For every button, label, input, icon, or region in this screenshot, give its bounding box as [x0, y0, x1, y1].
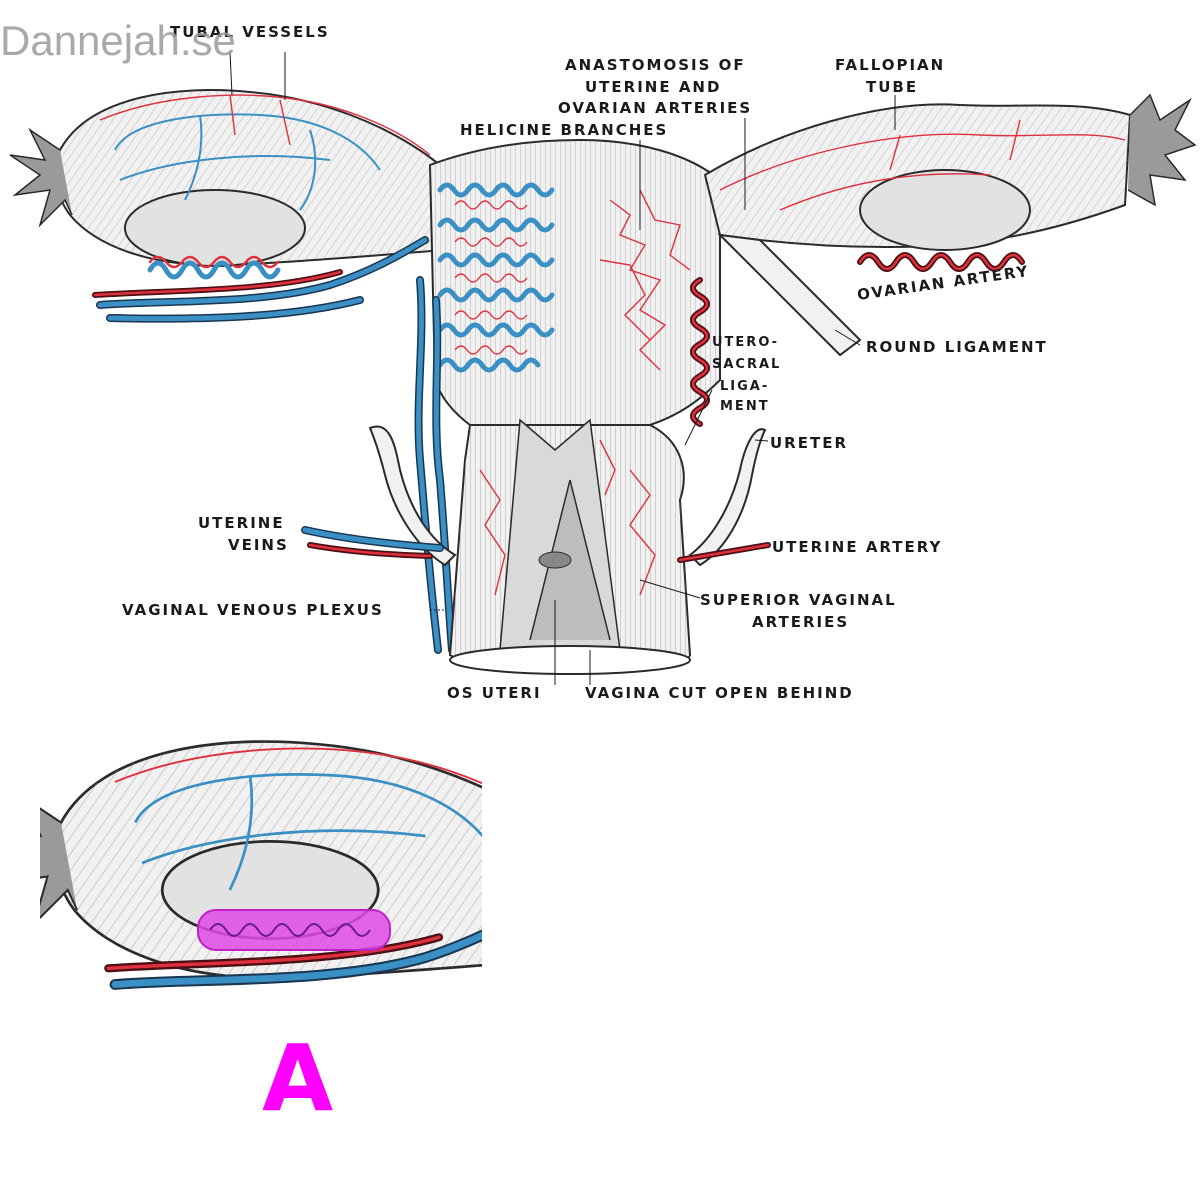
right-ovary: [859, 169, 1031, 251]
label-vaginal-venous-plexus: VAGINAL VENOUS PLEXUS: [122, 601, 384, 619]
uterus-body: [414, 138, 721, 654]
left-ureter: [368, 425, 457, 567]
label-os-uteri: OS UTERI: [447, 684, 542, 702]
label-uterine-veins-2: VEINS: [228, 536, 289, 554]
label-anastomosis-3: OVARIAN ARTERIES: [558, 99, 752, 117]
main-illustration: [9, 89, 1197, 675]
highlight-region: [197, 909, 391, 951]
label-tubal-vessels: TUBAL VESSELS: [170, 23, 330, 41]
cervix-vagina: [448, 418, 692, 675]
watermark-text: Dannejah.se: [0, 17, 236, 64]
left-fimbria: [9, 127, 73, 228]
label-anastomosis-2: UTERINE AND: [585, 78, 721, 96]
left-ovary: [124, 189, 306, 267]
label-anastomosis-1: ANASTOMOSIS OF: [565, 56, 746, 74]
label-ureter: URETER: [770, 434, 848, 452]
left-adnexa: [9, 89, 447, 323]
label-superior-vaginal-2: ARTERIES: [752, 613, 849, 631]
helicine-arteries: [454, 189, 691, 371]
label-vagina-cut-open: VAGINA CUT OPEN BEHIND: [585, 684, 854, 702]
round-ligament: [717, 233, 862, 357]
label-superior-vaginal-1: SUPERIOR VAGINAL: [700, 591, 897, 609]
label-fallopian-1: FALLOPIAN: [835, 56, 945, 74]
label-uterosacral-3: LIGA-: [720, 379, 769, 394]
label-round-ligament: ROUND LIGAMENT: [866, 338, 1048, 356]
label-uterosacral-2: SACRAL: [712, 357, 781, 372]
helicine-veins: [437, 182, 555, 373]
right-adnexa: [703, 93, 1197, 357]
leader-lines: [229, 51, 896, 685]
label-fallopian-2: TUBE: [866, 78, 918, 96]
right-fimbria: [1127, 93, 1197, 207]
label-uterine-artery: UTERINE ARTERY: [772, 538, 942, 556]
label-uterosacral-1: UTERO-: [712, 335, 779, 350]
marker-letter-a: A: [262, 1025, 333, 1132]
label-uterine-veins-1: UTERINE: [198, 514, 285, 532]
inset-zoom: [40, 718, 482, 1023]
label-uterosacral-4: MENT: [720, 399, 770, 414]
labels: TUBAL VESSELS ANASTOMOSIS OF UTERINE AND…: [122, 23, 1048, 702]
label-helicine-branches: HELICINE BRANCHES: [460, 121, 668, 139]
